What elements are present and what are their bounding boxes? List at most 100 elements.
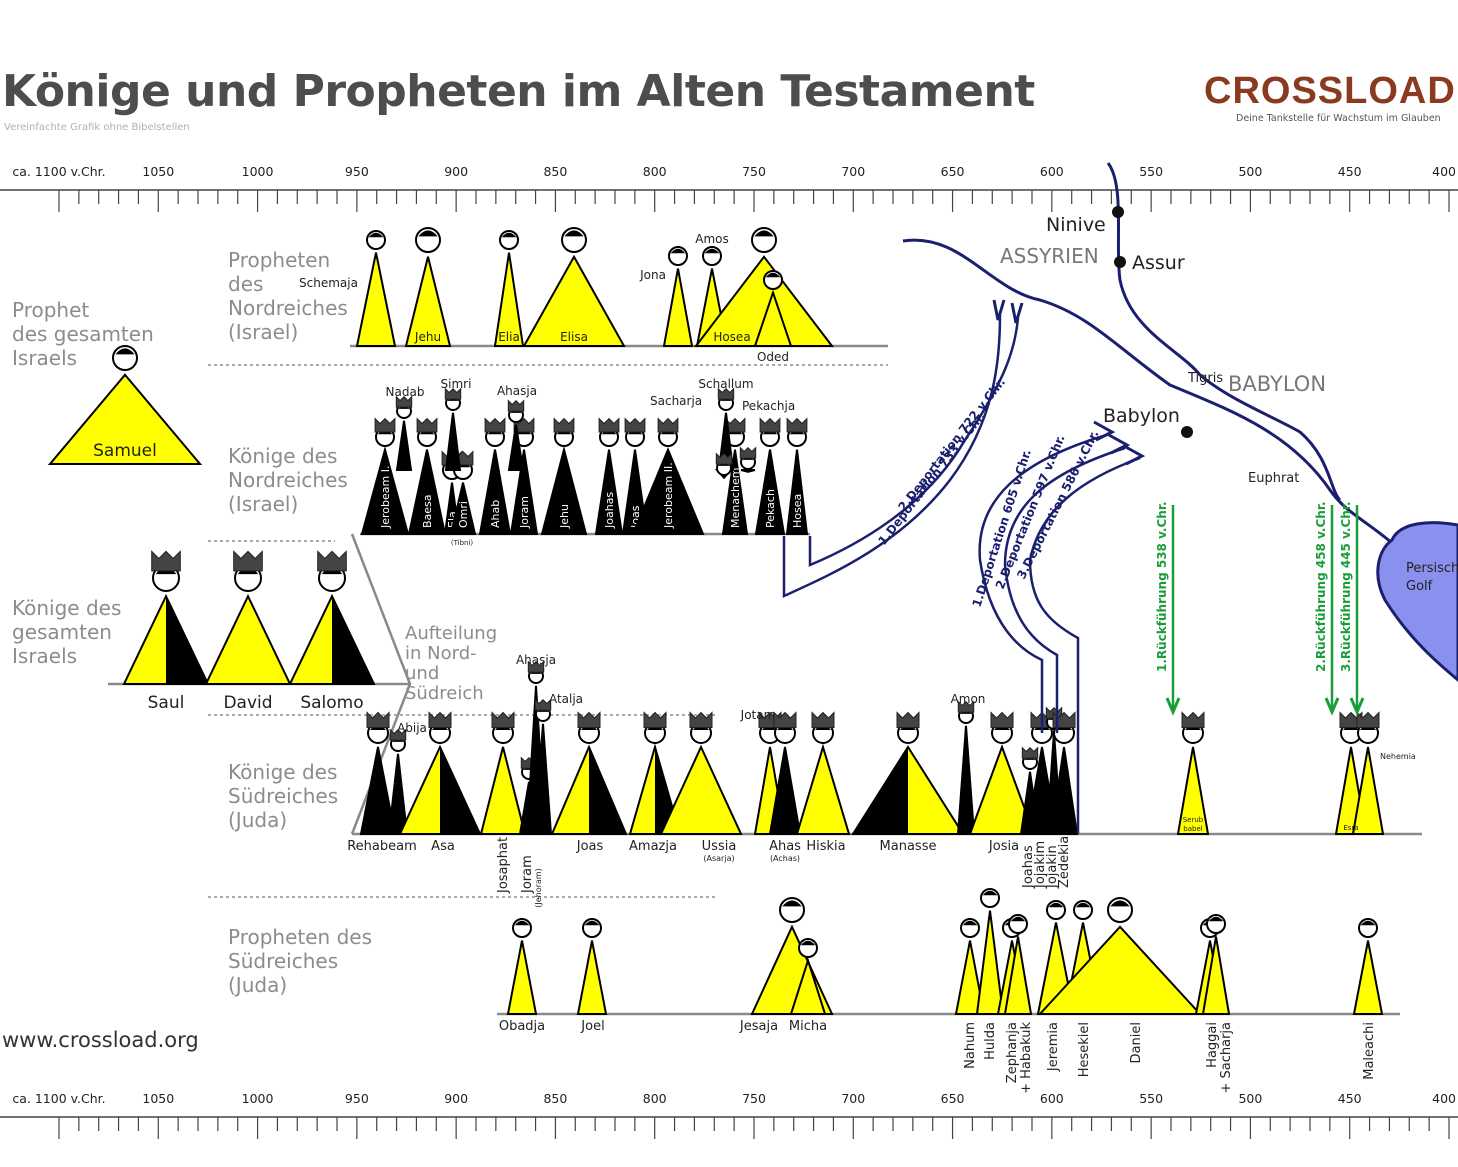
label-zedekia: Zedekia (1057, 836, 1072, 888)
figure-salomo-crown (317, 550, 347, 572)
figure-hosea-hair (754, 230, 774, 237)
figure-king-nadab-crown (395, 395, 413, 408)
label-joahas: Joahas (1021, 845, 1036, 889)
figure-king-zedekia-crown (1052, 711, 1076, 728)
label-nadab: Nadab (386, 385, 425, 399)
route-north-arrowhead-1 (992, 299, 1006, 321)
figure-king-baesa-body (407, 449, 447, 535)
figure-king-jerobeam-i-body (360, 445, 410, 535)
figure-prophet-sacharja-hair (1208, 916, 1224, 922)
figure-prophet-micha (789, 938, 827, 1015)
figure-prophet-daniel (1037, 897, 1203, 1015)
figure-prophet-hulda-body (975, 910, 1005, 1015)
route-south-arrowhead-1 (1093, 420, 1116, 442)
figure-king-pekach-body (754, 449, 786, 535)
figure-king-ahas-crown (773, 711, 797, 728)
figure-elia-body (493, 252, 525, 347)
label-king-menachem: Menachem (729, 468, 742, 528)
figure-king-hiskia (795, 722, 851, 835)
label-deportation-733: 1.Deportation 733 v.Chr. (875, 409, 988, 548)
figure-prophet-habakuk-body (1003, 936, 1033, 1015)
label-king-jehu: Jehu (558, 504, 571, 529)
brand-logo[interactable]: CROSSLOAD (1204, 70, 1456, 112)
figure-oded (753, 270, 793, 347)
figure-amos-hair (704, 248, 720, 254)
label-saul: Saul (148, 693, 185, 713)
figure-king-atalja-crown (534, 698, 552, 711)
figure-king-jerobeam-ii-body (631, 446, 705, 535)
route-north-inner (808, 317, 1020, 567)
label-josaphat: Josaphat (496, 837, 511, 894)
figure-king-ahab-body (478, 449, 512, 535)
label-king-jerobeam-i: Jerobeam I. (379, 466, 392, 529)
figure-king-amon-body (956, 725, 976, 835)
label-haggai: Haggai (1205, 1022, 1220, 1068)
label-jehu-prophet: Jehu (414, 330, 441, 344)
map-gulf-2: Golf (1406, 579, 1433, 594)
return-arrowhead-3 (1349, 697, 1365, 716)
axis-label-bottom: 550 (1139, 1091, 1163, 1106)
label-tibni: (Tibni) (451, 539, 474, 547)
label-maleachi: Maleachi (1362, 1022, 1377, 1080)
figure-schemaja-hair (368, 232, 384, 238)
figure-king-sacharja-crown (715, 452, 733, 465)
label-daniel: Daniel (1129, 1022, 1144, 1063)
label-sacharja: + Sacharja (1219, 1022, 1234, 1094)
figure-king-manasse-crown (896, 711, 920, 728)
figure-king-ahab-crown (484, 417, 506, 433)
axis-label-bottom: 950 (345, 1091, 369, 1106)
label-jona: Jona (639, 268, 666, 282)
figure-schemaja-body (355, 252, 397, 347)
axis-label-top: 750 (742, 164, 766, 179)
figure-king-hiskia-body (795, 743, 851, 835)
figure-king-baesa-crown (416, 417, 438, 433)
label-samuel: Samuel (93, 441, 157, 461)
figure-elisa (522, 227, 626, 347)
label-hiskia: Hiskia (806, 839, 845, 854)
label-amos: Amos (695, 232, 729, 246)
label-nahum: Nahum (963, 1022, 978, 1069)
figure-king-amazja-body-outline (628, 743, 682, 835)
figure-king-abija (387, 736, 409, 835)
axis-label-bottom: 700 (841, 1091, 865, 1106)
figure-king-jerobeam-ii-crown (657, 417, 679, 433)
axis-label-top: 700 (841, 164, 865, 179)
label-ahasja-south: Ahasja (516, 653, 556, 667)
label-obadja: Obadja (499, 1019, 545, 1034)
label-micha: Micha (789, 1019, 827, 1034)
figure-prophet-nahum-hair (962, 920, 978, 926)
persian-gulf (1376, 521, 1458, 682)
axis-label-top: 400 (1432, 164, 1456, 179)
figure-prophet-hulda (975, 888, 1005, 1015)
figure-king-ussia (659, 722, 743, 835)
figure-prophet-maleachi-hair (1360, 920, 1376, 926)
route-south-3 (1028, 456, 1141, 834)
figure-king-joahas-crown (1021, 746, 1039, 759)
figure-prophet-maleachi-body (1352, 940, 1384, 1015)
figure-serubbabel-body (1176, 746, 1210, 835)
figure-king-joas-crown (577, 711, 601, 728)
map-assyrien: ASSYRIEN (1000, 244, 1099, 268)
figure-oded-hair (765, 272, 781, 278)
figure-king-hiskia-crown (811, 711, 835, 728)
figure-king-josia-crown (990, 711, 1014, 728)
figure-schemaja (355, 230, 397, 347)
label-oded: Oded (757, 350, 789, 364)
figure-salomo-body-outline (288, 593, 376, 685)
figure-king-jehu-body (540, 445, 588, 535)
figure-king-joahas-body (594, 449, 624, 535)
figure-king-ahasja-body (507, 424, 525, 471)
figure-samuel (47, 345, 203, 465)
label-return-1: 1.Rückführung 538 v.Chr. (1155, 501, 1169, 672)
figure-king-atalja-body (533, 723, 553, 835)
axis-label-bottom: 600 (1040, 1091, 1064, 1106)
label-return-2: 2.Rückführung 458 v.Chr. (1314, 501, 1328, 672)
label-amon: Amon (951, 692, 986, 706)
figure-king-asa-body-outline (398, 744, 482, 835)
route-south-1 (978, 432, 1111, 733)
website-link[interactable]: www.crossload.org (2, 1028, 199, 1052)
figure-king-josia-body (968, 744, 1036, 835)
label-salomo: Salomo (300, 693, 363, 713)
figure-king-ahasja-crown (527, 660, 545, 673)
